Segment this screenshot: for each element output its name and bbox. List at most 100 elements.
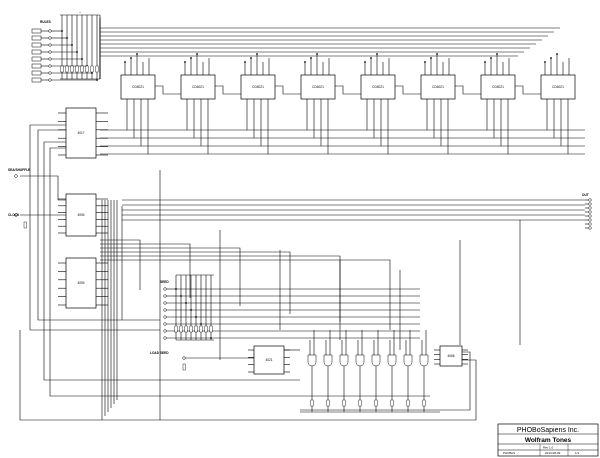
terminal-ring bbox=[14, 213, 18, 217]
junction-dot bbox=[244, 61, 246, 63]
logic-gate bbox=[355, 354, 365, 367]
terminal-ring bbox=[588, 202, 592, 206]
seed-resistor bbox=[184, 325, 188, 333]
terminal-ring bbox=[163, 294, 167, 298]
chip-part-label: 4021 bbox=[265, 358, 272, 362]
chip-part-label: CD4021 bbox=[192, 85, 204, 89]
logic-gate bbox=[323, 354, 333, 367]
terminal-ring bbox=[163, 287, 167, 291]
gate-resistor bbox=[342, 399, 346, 407]
chip-body bbox=[240, 74, 276, 100]
chip-part-label: CD4021 bbox=[132, 85, 144, 89]
shift-register-chip: CD4021 bbox=[360, 74, 396, 100]
chip-body bbox=[480, 74, 516, 100]
chip-body bbox=[300, 74, 336, 100]
junction-dot bbox=[184, 61, 186, 63]
seed-switch-block bbox=[163, 274, 420, 371]
left-ic-chip: 4094 bbox=[65, 193, 97, 237]
gate-resistor bbox=[310, 399, 314, 407]
rules-label: RULES bbox=[40, 20, 51, 24]
terminal-ring bbox=[48, 57, 52, 61]
gate-resistor bbox=[422, 399, 426, 407]
shuffle-label: SEA/SHUFFLE bbox=[8, 168, 30, 172]
rule-switch bbox=[31, 56, 42, 62]
left-logic-chips: 4017 4094 4094 bbox=[14, 107, 430, 420]
chip-body bbox=[420, 74, 456, 100]
rule-switch bbox=[31, 49, 42, 55]
logic-gate bbox=[307, 354, 317, 367]
revision: Rev 1.0 bbox=[543, 446, 554, 450]
chip-part-label: 4017 bbox=[77, 131, 84, 135]
terminal-ring bbox=[588, 210, 592, 214]
terminal-ring bbox=[588, 206, 592, 210]
chip-part-label: CD4021 bbox=[432, 85, 444, 89]
terminal-ring bbox=[163, 322, 167, 326]
junction-dot bbox=[370, 57, 372, 59]
terminal-ring bbox=[588, 198, 592, 202]
pulldown-resistor bbox=[60, 65, 64, 73]
junction-dot bbox=[484, 61, 486, 63]
seed-resistor bbox=[209, 325, 213, 333]
terminal-ring bbox=[48, 64, 52, 68]
bottom-ic-chip: 4066 bbox=[439, 345, 463, 367]
gate-resistor bbox=[374, 399, 378, 407]
rule-switch bbox=[31, 77, 42, 83]
junction-dot bbox=[544, 61, 546, 63]
terminal-ring bbox=[588, 226, 592, 230]
shift-register-chip: CD4021 bbox=[180, 74, 216, 100]
chip-body bbox=[65, 193, 97, 237]
rule-switch bbox=[31, 70, 42, 76]
pulldown-resistor bbox=[90, 65, 94, 73]
shift-register-chip: CD4021 bbox=[480, 74, 516, 100]
left-ic-chip: 4017 bbox=[65, 107, 97, 159]
chip-body bbox=[65, 257, 97, 309]
terminal-ring bbox=[588, 218, 592, 222]
rule-switches: + bbox=[31, 11, 100, 83]
terminal-ring bbox=[163, 315, 167, 319]
pulldown-resistor bbox=[85, 65, 89, 73]
output-jacks bbox=[585, 198, 592, 230]
chip-body bbox=[439, 345, 463, 367]
gate-resistor bbox=[358, 399, 362, 407]
terminal-ring bbox=[163, 329, 167, 333]
terminal-ring bbox=[48, 43, 52, 47]
chip-part-label: 4094 bbox=[77, 213, 84, 217]
left-ic-chip: 4094 bbox=[65, 257, 97, 309]
seed-resistor bbox=[199, 325, 203, 333]
junction-dot bbox=[496, 53, 498, 55]
logic-gate bbox=[339, 354, 349, 367]
out-label: OUT bbox=[582, 193, 589, 197]
chip-body bbox=[180, 74, 216, 100]
shift-register-chip: CD4021 bbox=[420, 74, 456, 100]
chip-part-label: 4066 bbox=[447, 354, 454, 358]
chip-part-label: CD4021 bbox=[492, 85, 504, 89]
terminal-ring bbox=[182, 356, 186, 360]
junction-dot bbox=[364, 61, 366, 63]
terminal-ring bbox=[48, 50, 52, 54]
load-resistor bbox=[182, 363, 186, 371]
title-block: PHOBoSapiens Inc. Wolfram Tones Rev 1.0 … bbox=[497, 423, 599, 457]
junction-dot bbox=[424, 61, 426, 63]
pulldown-resistor bbox=[75, 65, 79, 73]
rule-switch bbox=[31, 28, 42, 34]
junction-dot bbox=[304, 61, 306, 63]
chip-body bbox=[253, 345, 285, 375]
logic-gate bbox=[387, 354, 397, 367]
gate-resistor bbox=[326, 399, 330, 407]
chip-body bbox=[540, 74, 576, 100]
junction-dot bbox=[124, 61, 126, 63]
junction-dot bbox=[436, 53, 438, 55]
pulldown-resistor bbox=[95, 65, 99, 73]
logic-gate bbox=[419, 354, 429, 367]
terminal-ring bbox=[48, 36, 52, 40]
shift-register-chip: CD4021 bbox=[120, 74, 156, 100]
chip-body bbox=[360, 74, 396, 100]
junction-dot bbox=[556, 53, 558, 55]
clock-label: CLOCK bbox=[8, 213, 20, 217]
terminal-ring bbox=[48, 71, 52, 75]
shift-register-chip: CD4021 bbox=[540, 74, 576, 100]
junction-dot bbox=[550, 57, 552, 59]
shift-register-chip: CD4021 bbox=[300, 74, 336, 100]
shift-register-chain: CD4021 CD4021 CD4021 CD4021 CD4021 CD4021 CD40… bbox=[100, 53, 585, 221]
